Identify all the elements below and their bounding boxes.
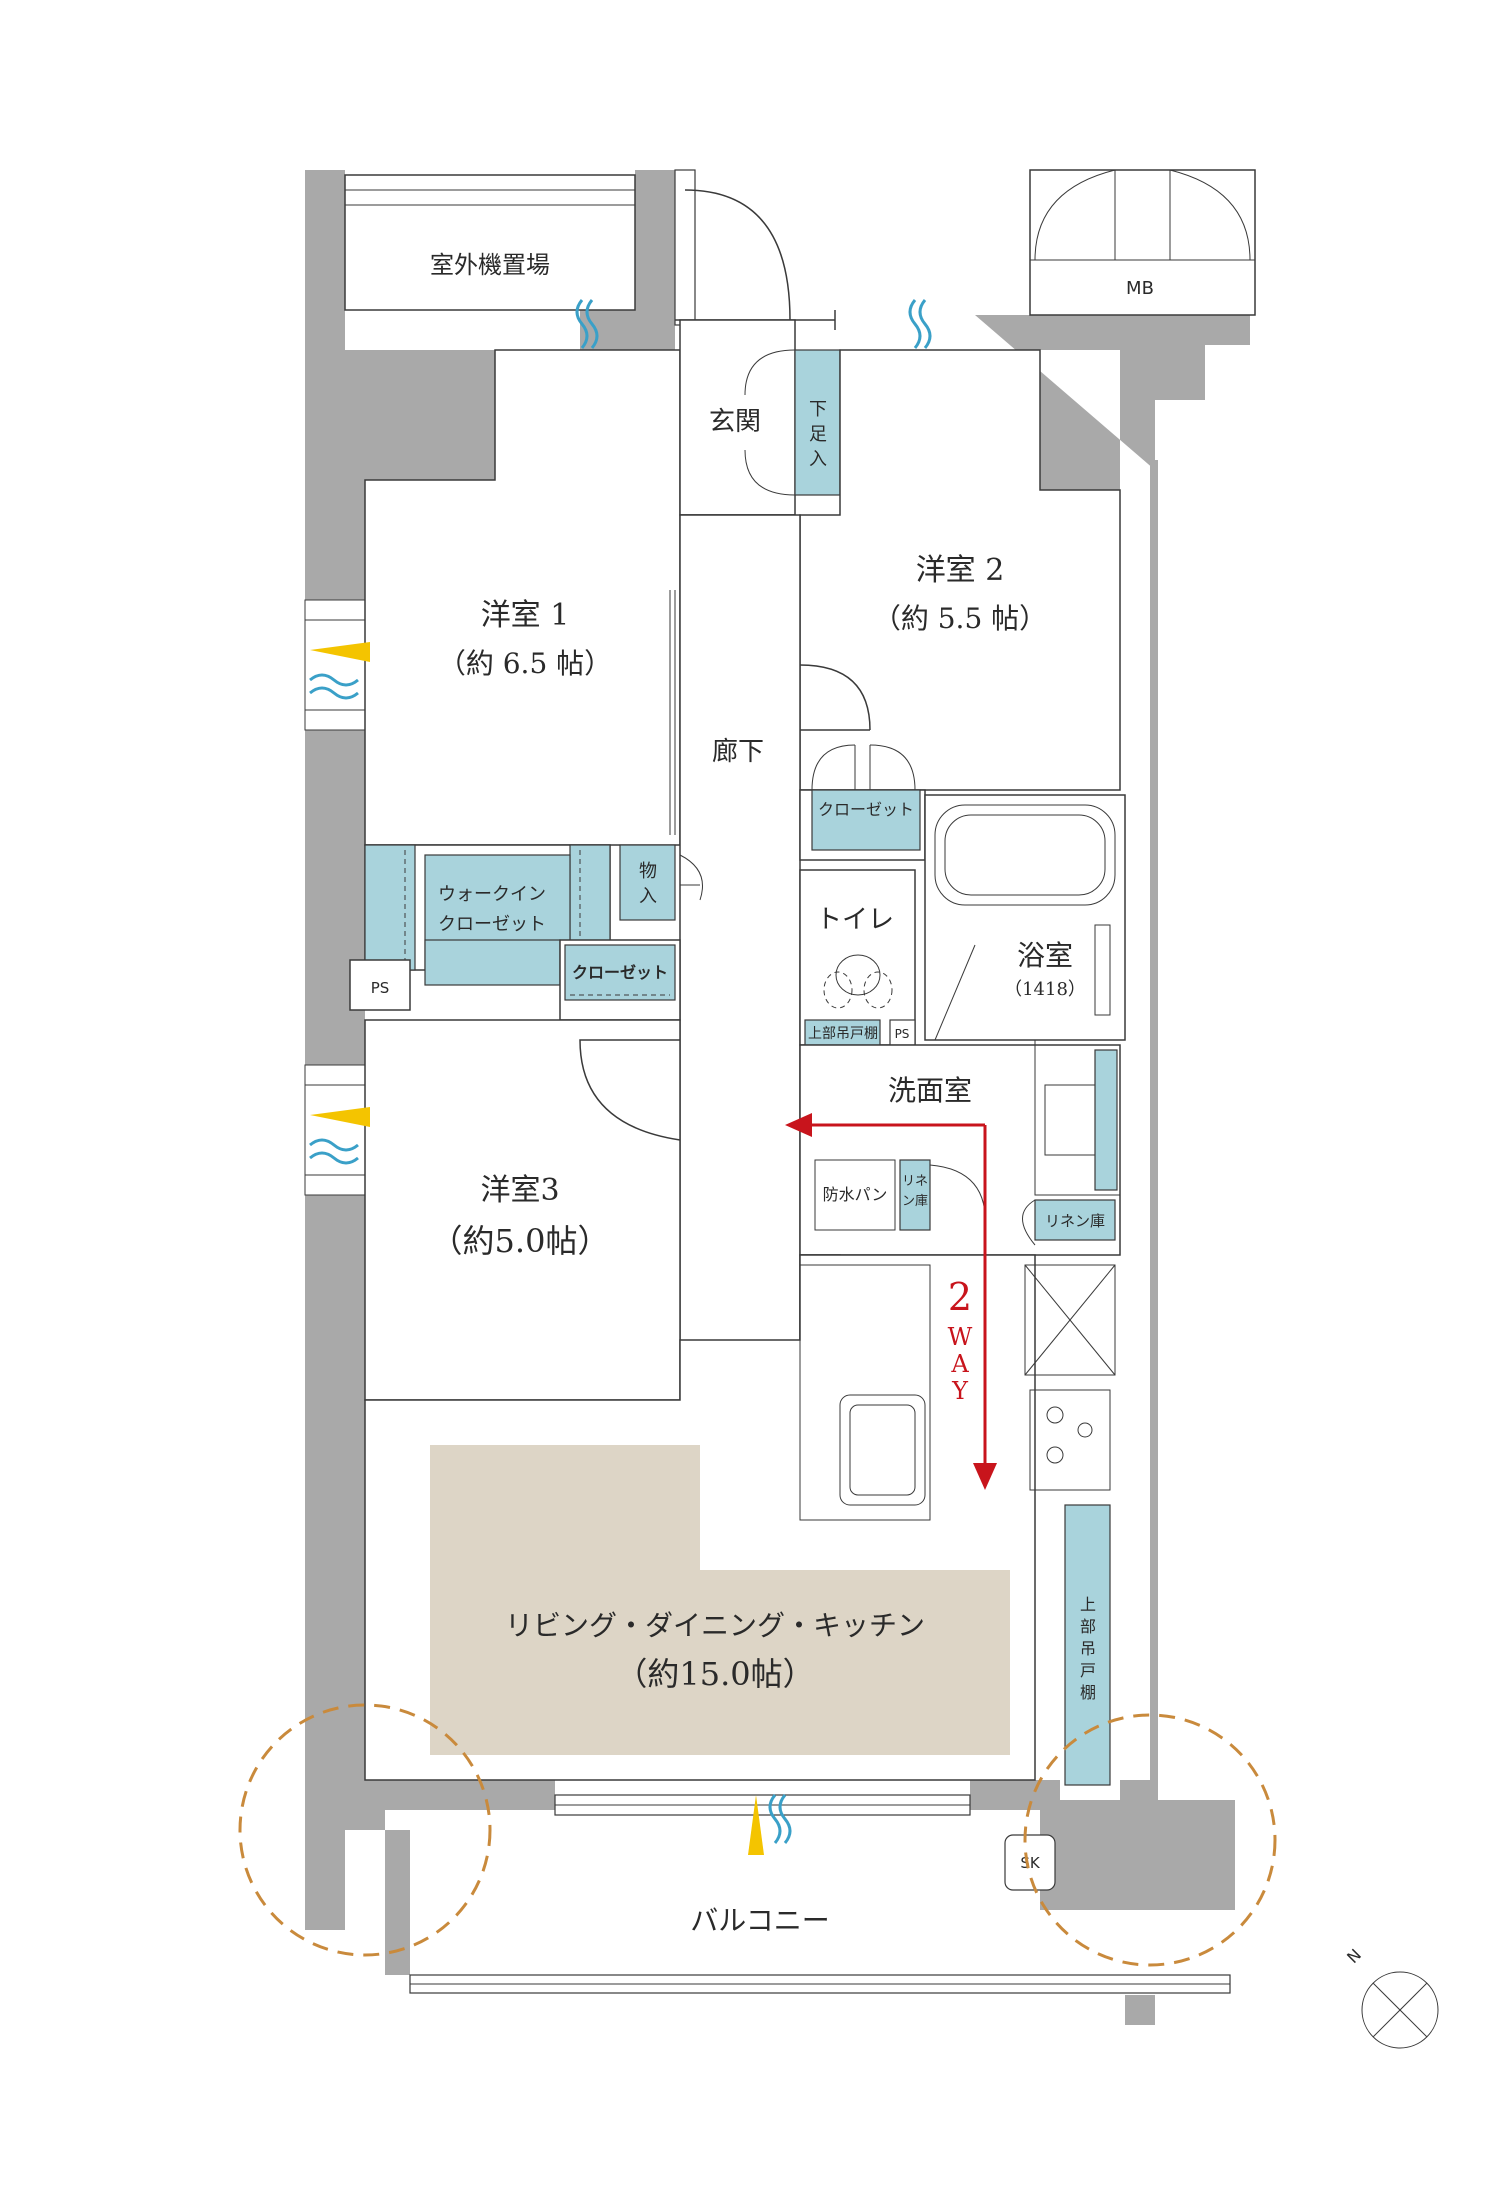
left-windows — [304, 599, 366, 1196]
entrance-label: 玄関 — [709, 407, 761, 437]
linen-1-label: リネン庫 — [902, 1174, 928, 1209]
room-3-name: 洋室3 — [480, 1173, 559, 1208]
room-1: 洋室 1 （約 6.5 帖） — [364, 349, 681, 846]
room-1-name: 洋室 1 — [481, 598, 570, 633]
storage-label: 物入 — [639, 861, 657, 907]
room-2-size: （約 5.5 帖） — [873, 602, 1047, 635]
two-way-num: 2 — [948, 1275, 972, 1319]
sk-label: SK — [1020, 1854, 1041, 1872]
bath-label: 浴室 — [1017, 939, 1073, 972]
room-2: 洋室 2 （約 5.5 帖） — [799, 349, 1121, 791]
bathroom: 浴室 （1418） — [924, 794, 1126, 1045]
toilet-label: トイレ — [816, 905, 894, 935]
washroom: 洗面室 防水パン リネン庫 リネン庫 — [799, 1044, 1121, 1256]
toilet-room: トイレ 上部吊戸棚 PS — [799, 869, 916, 1046]
upper-shelf-kitchen-label: 上部吊戸棚 — [1080, 1595, 1096, 1702]
north-compass: N — [1343, 1945, 1439, 2049]
room-1-size: （約 6.5 帖） — [438, 647, 612, 680]
ldk-floor — [430, 1445, 1010, 1755]
washroom-label: 洗面室 — [888, 1074, 972, 1107]
closet-room2-label: クローゼット — [818, 800, 914, 819]
outdoor-unit-area: 室外機置場 — [344, 174, 636, 311]
hallway-label: 廊下 — [712, 737, 764, 767]
room-2-name: 洋室 2 — [916, 553, 1005, 588]
corner-highlights — [238, 1703, 1277, 1967]
storage-closet: 物入 — [619, 844, 703, 921]
ldk-name: リビング・ダイニング・キッチン — [505, 1609, 925, 1642]
closet-room2: クローゼット — [799, 744, 926, 861]
balcony-label: バルコニー — [690, 1904, 829, 1937]
mb-label: MB — [1126, 278, 1154, 299]
bath-size: （1418） — [1004, 979, 1086, 1000]
ldk: リビング・ダイニング・キッチン （約15.0帖） 上部吊戸棚 — [364, 1254, 1116, 1786]
ventilation-markers — [309, 299, 932, 1855]
upper-shelf-toilet-label: 上部吊戸棚 — [808, 1026, 878, 1042]
ps-toilet-label: PS — [895, 1027, 910, 1041]
balcony-window — [554, 1794, 971, 1816]
ps-left-label: PS — [371, 979, 390, 997]
north-label: N — [1343, 1945, 1365, 1967]
walkin-label-2: クローゼット — [438, 914, 546, 935]
shoe-box — [794, 349, 841, 496]
closet-room3: クローゼット — [559, 939, 681, 1071]
ldk-size: （約15.0帖） — [615, 1655, 814, 1693]
shoe-box-label: 下足入 — [809, 399, 827, 470]
ps-left: PS — [349, 959, 411, 1011]
room-3: 洋室3 （約5.0帖） — [364, 1019, 681, 1401]
entrance-area: 玄関 下足入 — [679, 319, 841, 516]
balcony: バルコニー SK — [409, 1830, 1231, 2025]
mb-box: MB — [1029, 169, 1256, 316]
waterproof-pan-label: 防水パン — [823, 1185, 888, 1204]
linen-2-label: リネン庫 — [1045, 1212, 1105, 1230]
outdoor-unit-label: 室外機置場 — [430, 251, 550, 279]
closet-room3-label: クローゼット — [572, 963, 668, 982]
room-3-size: （約5.0帖） — [431, 1222, 610, 1260]
entrance-door — [674, 169, 836, 330]
walkin-label-1: ウォークイン — [438, 884, 546, 905]
